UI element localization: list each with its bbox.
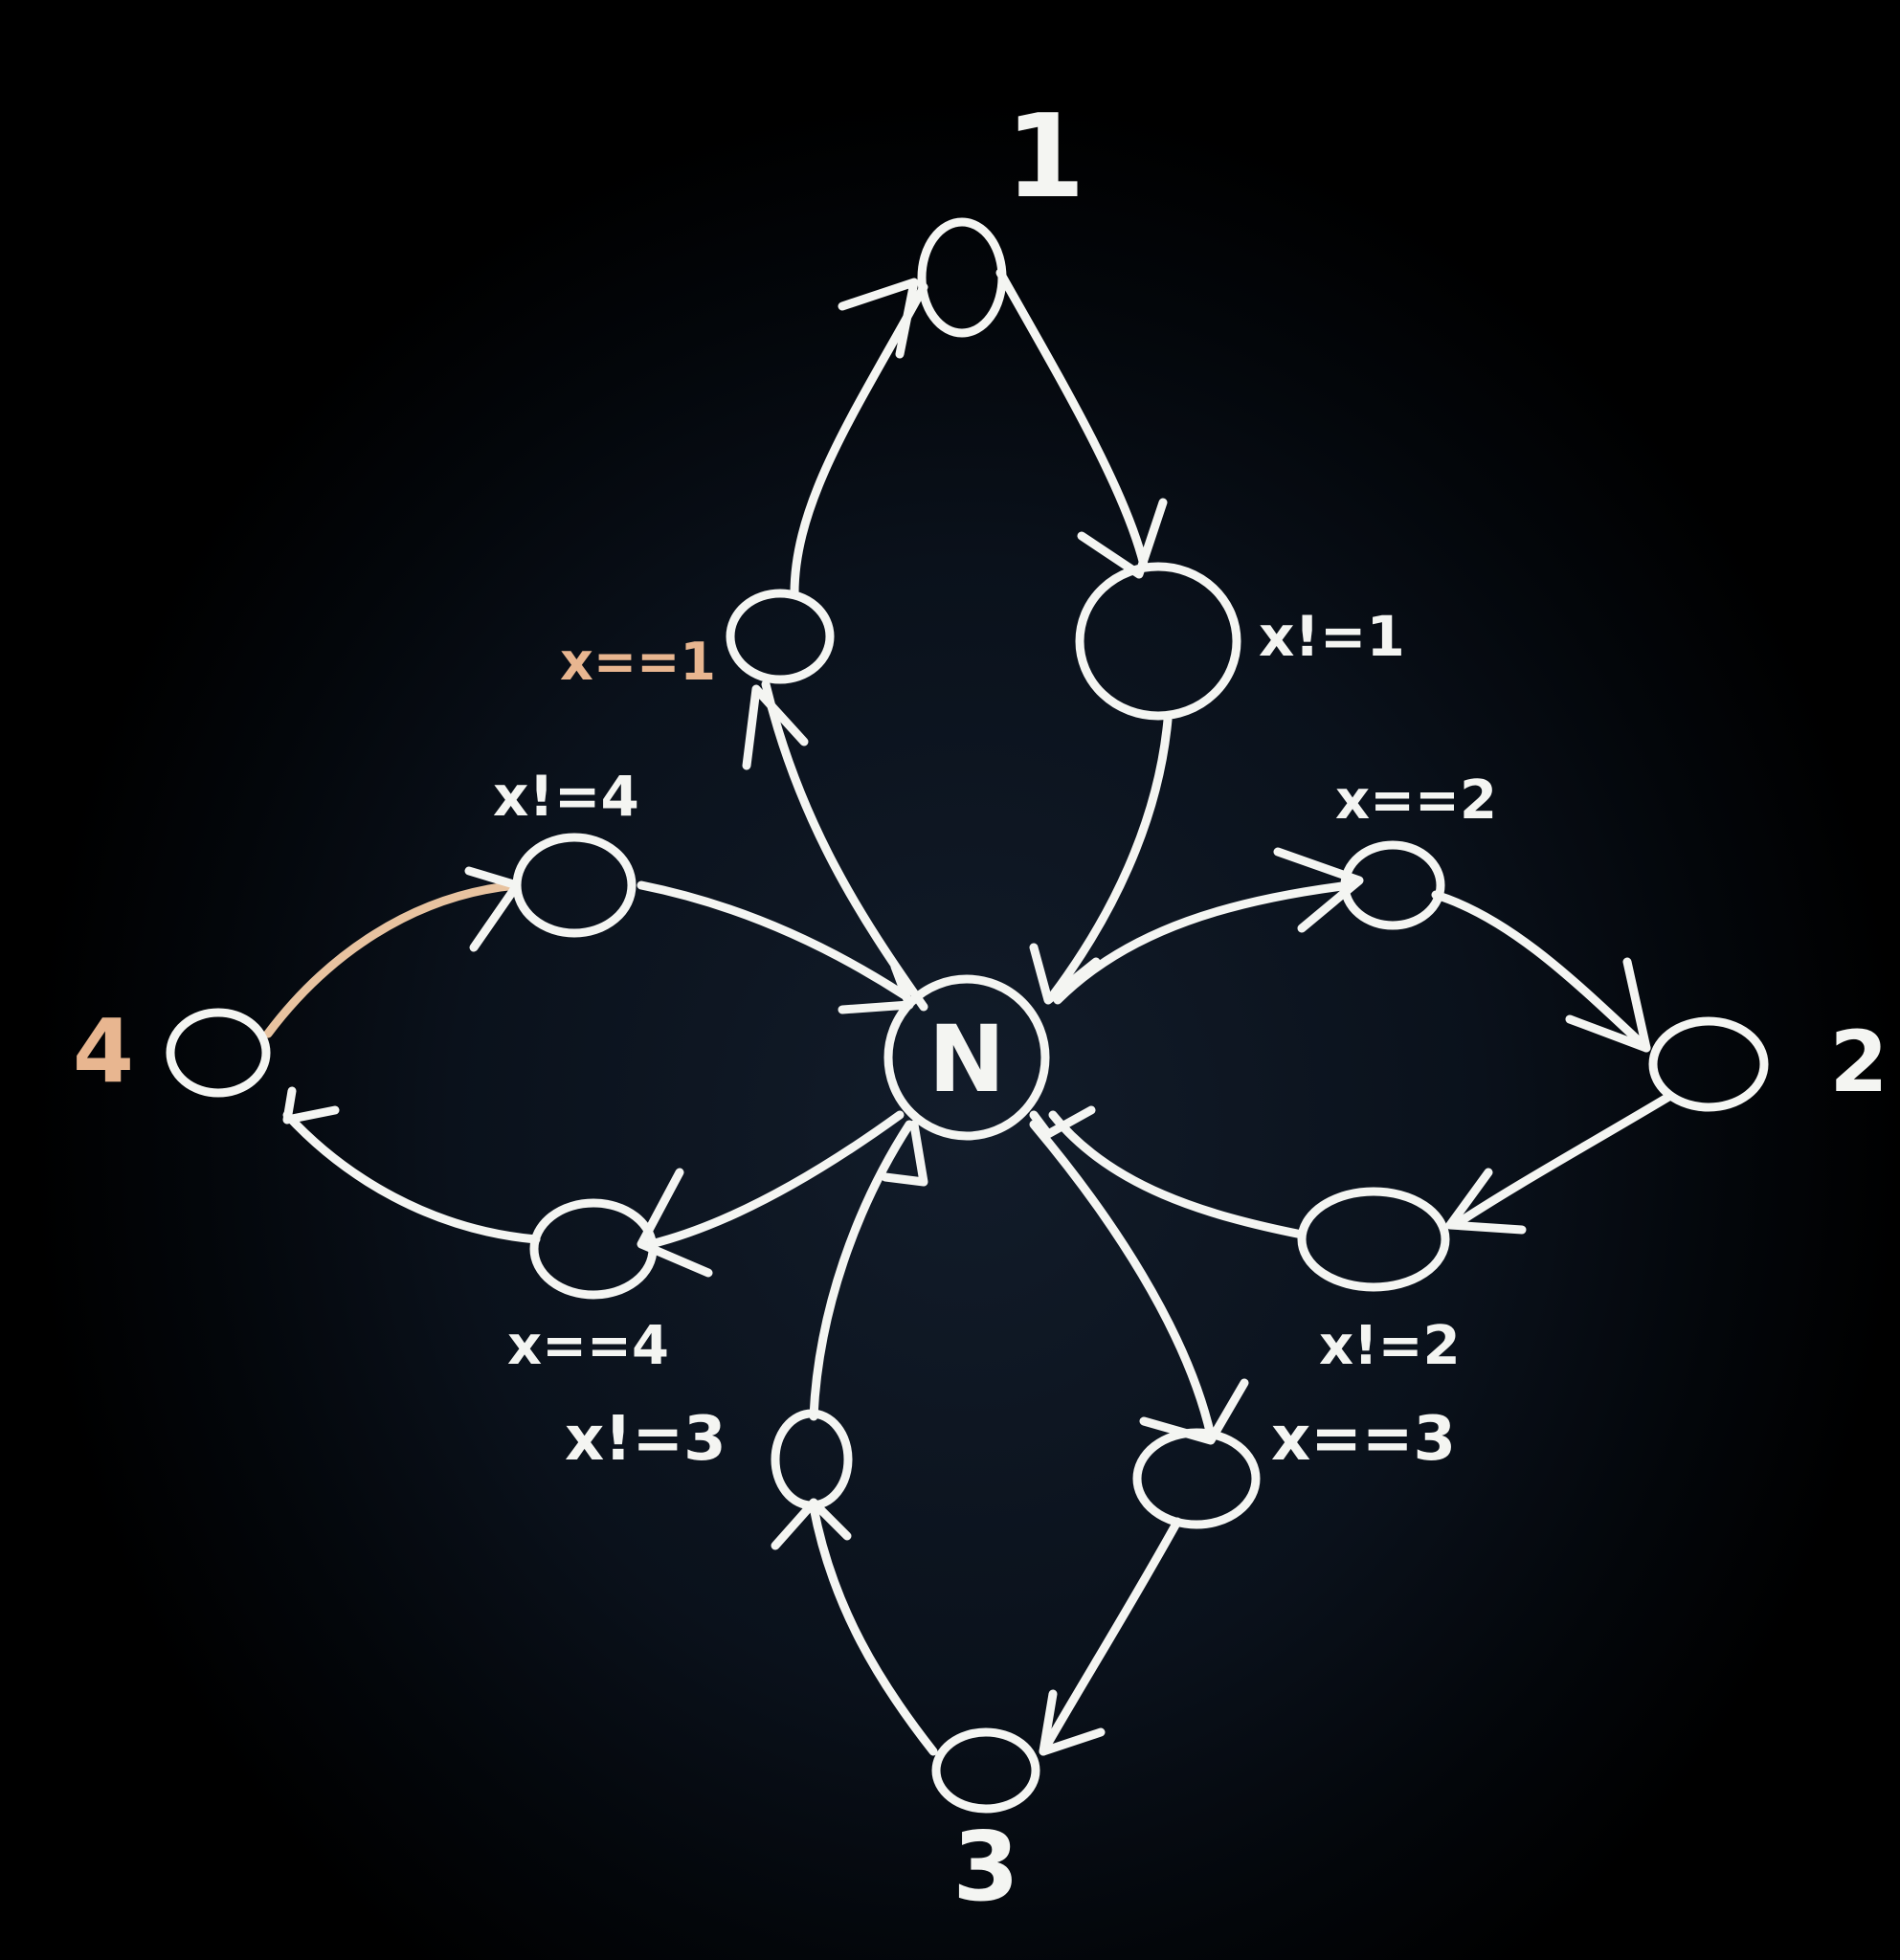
arrowhead-x-eq-1: [742, 684, 809, 770]
node-x-eq-2: [1340, 840, 1445, 930]
node-3: [931, 1727, 1040, 1814]
condition-x-eq-1: x==1: [560, 632, 716, 692]
edges: [263, 268, 1675, 1756]
edge-x-ne-1-to-center: [1048, 715, 1173, 1000]
arrowhead-x-ne-2: [1445, 1168, 1527, 1235]
edge-left-to-x-ne-4: [263, 880, 522, 1038]
number-3-label: 3: [952, 1811, 1019, 1923]
condition-x-ne-2: x!=2: [1319, 1315, 1461, 1377]
arrowhead-center-from-east: [1029, 1105, 1096, 1139]
node-x-eq-1: [726, 589, 835, 684]
arrowhead-center-from-south: [881, 1120, 928, 1187]
node-x-ne-4: [512, 833, 637, 938]
edge-x-ne-2-to-center: [1048, 1110, 1307, 1239]
arrowhead-right: [1565, 957, 1651, 1053]
edge-center-to-x-eq-2: [1053, 880, 1354, 1005]
edge-x-eq-4-to-left: [282, 1110, 541, 1244]
edge-x-eq-1-to-top: [790, 282, 928, 598]
condition-x-eq-3: x==3: [1271, 1404, 1456, 1475]
condition-x-ne-3: x!=3: [565, 1404, 726, 1475]
arrowhead-x-eq-3: [1139, 1378, 1249, 1445]
node-x-ne-2: [1297, 1187, 1450, 1292]
node-1: [917, 217, 1007, 338]
node-x-eq-3: [1132, 1428, 1261, 1529]
labels: N 1 2 3 4 x==1 x!=1 x==2 x!=2 x==3 x!=3 …: [73, 91, 1889, 1923]
node-x-eq-4: [529, 1198, 658, 1300]
number-2-label: 2: [1829, 1013, 1888, 1111]
arrowhead-left: [282, 1086, 340, 1125]
arrowhead-x-eq-2: [1273, 847, 1364, 933]
condition-x-ne-1: x!=1: [1259, 604, 1405, 669]
edge-right-to-x-ne-2: [1450, 1091, 1675, 1230]
node-4: [166, 1008, 271, 1098]
arrowhead-top: [838, 278, 919, 359]
edge-center-to-x-eq-4: [646, 1110, 905, 1249]
condition-x-eq-4: x==4: [507, 1315, 669, 1377]
number-1-label: 1: [1005, 91, 1085, 224]
edge-x-eq-3-to-bottom: [1039, 1517, 1182, 1756]
center-node: [883, 974, 1050, 1141]
edge-center-to-x-eq-3: [1029, 1120, 1216, 1440]
edge-x-eq-2-to-right: [1431, 890, 1651, 1053]
nodes: [166, 217, 1769, 1814]
edge-x-ne-3-to-center: [809, 1120, 914, 1421]
edge-top-to-x-ne-1: [995, 268, 1149, 569]
edge-bottom-to-x-ne-3: [809, 1503, 938, 1756]
edge-x-ne-4-to-center: [637, 880, 909, 1000]
node-x-ne-1: [1075, 562, 1241, 721]
arrowhead-bottom: [1039, 1689, 1106, 1756]
arrowhead-x-eq-4: [637, 1168, 713, 1278]
arrowhead-x-ne-1: [1077, 498, 1168, 579]
condition-x-eq-2: x==2: [1335, 769, 1497, 832]
condition-x-ne-4: x!=4: [493, 764, 639, 829]
center-label: N: [928, 1006, 1005, 1113]
arrowhead-center-from-north: [1029, 943, 1101, 1005]
node-2: [1648, 1016, 1769, 1112]
node-x-ne-3: [771, 1409, 853, 1510]
number-4-label: 4: [73, 1000, 134, 1102]
arrowhead-x-ne-4: [464, 866, 522, 952]
